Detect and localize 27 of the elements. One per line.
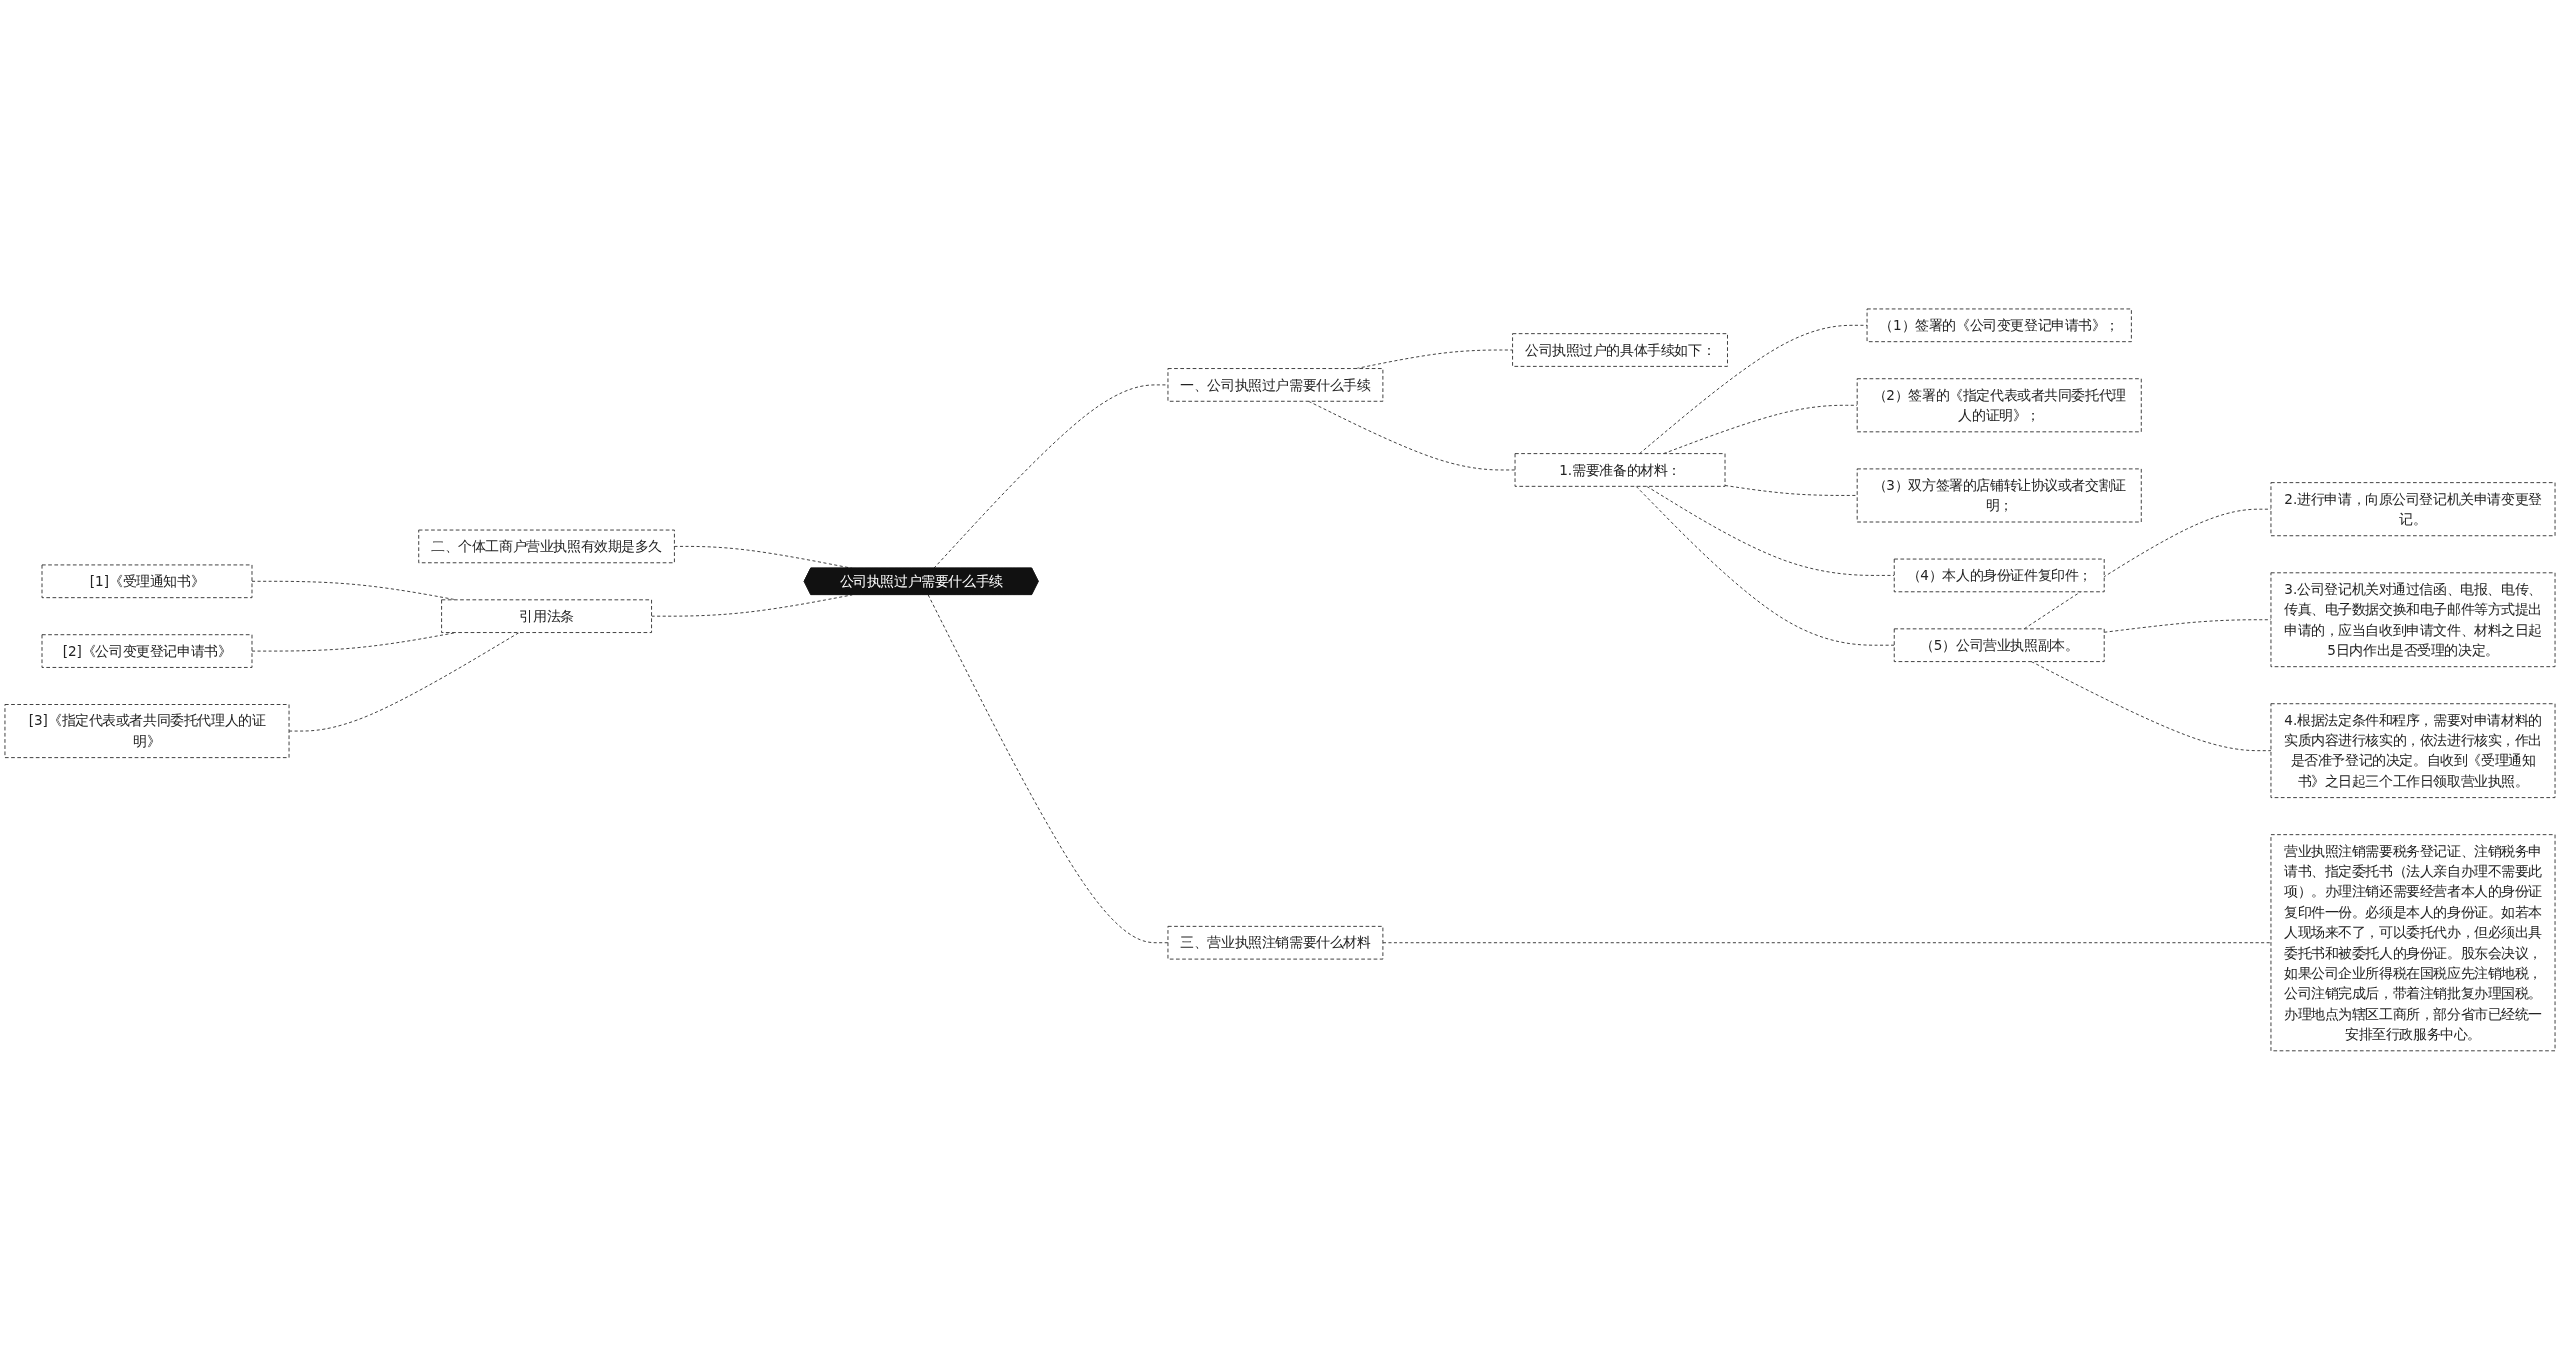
node-box: 三、营业执照注销需要什么材料 [1167,925,1384,960]
node-box: [1]《受理通知书》 [41,564,253,598]
node-box: （5）公司营业执照副本。 [1893,628,2105,662]
node-box: 二、个体工商户营业执照有效期是多久 [418,529,675,563]
node-box: 4.根据法定条件和程序，需要对申请材料的实质内容进行核实的，依法进行核实，作出是否准予登记的决定。自收到《受理通知书》之日起三个工作日领取营业执照。 [2270,702,2556,798]
connector [288,631,520,732]
node-box: [2]《公司变更登记申请书》 [41,633,253,668]
connector [1639,324,1868,454]
node-box: 一、公司执照过户需要什么手续 [1167,367,1384,402]
node-box: [3]《指定代表或者共同委托代理人的证明》 [4,703,290,758]
node-box: 2.进行申请，向原公司登记机关申请变更登记。 [2270,481,2556,536]
node-box: （3）双方签署的店铺转让协议或者交割证明； [1856,468,2142,523]
node-box: 引用法条 [441,599,653,633]
connector [1635,485,1895,646]
connector [2030,660,2272,751]
node-box: 营业执照注销需要税务登记证、注销税务申请书、指定委托书（法人亲自办理不需要此项）。办理注销还需要经营者本人的身份证复印件一份。必须是本人的身份证。如若本人现场来不了，可以委托代办，但必须出具委托书和被委托人的身份证。股东会决议，如果公司企业所得税在国税应先注销地税，公司注销完成后，带着注销批复办理国税。办理地点为辖区工商所，部分省市已经统一安排至行政服务中心。 [2270,833,2556,1051]
connector [927,594,1169,943]
node-box: 1.需要准备的材料： [1514,452,1726,487]
node-box: （2）签署的《指定代表或者共同委托代理人的证明》； [1856,377,2142,432]
node-box: 公司执照过户的具体手续如下： [1512,332,1728,367]
connector [1308,400,1516,471]
node-box: （4）本人的身份证件复印件； [1893,558,2105,592]
node-box: （1）签署的《公司变更登记申请书》； [1866,308,2132,342]
connector [1724,484,1858,496]
connector [1382,941,2272,943]
connector [1646,485,1895,576]
node-box: 3.公司登记机关对通过信函、电报、电传、传真、电子数据交换和电子邮件等方式提出申请的，应当自收到申请文件、材料之日起5日内作出是否受理的决定。 [2270,571,2556,667]
